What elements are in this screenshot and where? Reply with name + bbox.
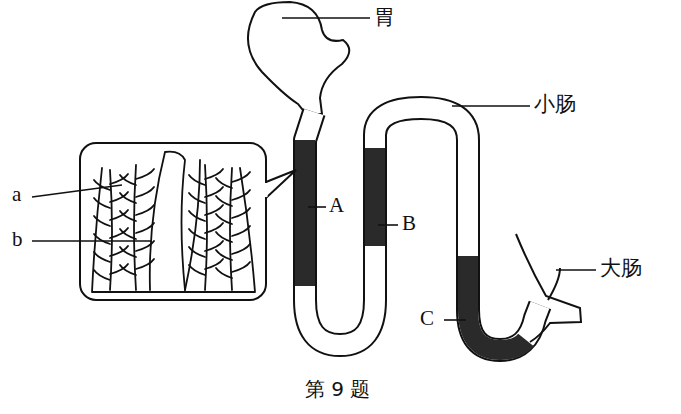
inset-gap [265, 183, 268, 197]
leader-lines [32, 18, 596, 320]
figure-caption: 第 9 题 [303, 378, 372, 400]
small-intestine-lumen [305, 108, 540, 350]
segment-letter: A [327, 194, 346, 217]
segment-letter: B [400, 212, 418, 235]
organ-label: 大肠 [598, 257, 644, 280]
segment-a [295, 140, 315, 286]
large-intestine-wall [548, 268, 560, 300]
large-intestine [516, 234, 581, 342]
inset-pointer [266, 170, 296, 198]
part-letter: a [10, 183, 23, 206]
organ-label: 小肠 [532, 93, 578, 116]
small-intestine-outline [305, 108, 540, 350]
part-letter: b [10, 228, 25, 251]
segment-c [468, 256, 526, 350]
intestinal-villi [92, 152, 255, 292]
segment-letter: C [418, 307, 436, 330]
villi-inset [80, 143, 266, 300]
segment-b [365, 148, 385, 246]
organ-label: 胃 [372, 6, 397, 29]
